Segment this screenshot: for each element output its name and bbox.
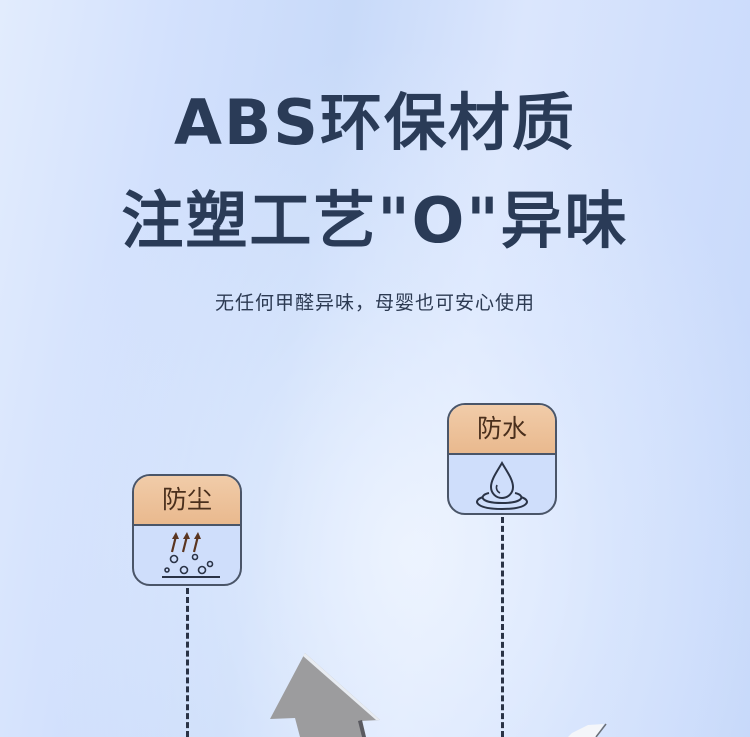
dustproof-pointer-line	[186, 588, 189, 737]
feature-badge-dustproof: 防尘	[132, 474, 242, 586]
dust-proof-icon	[162, 532, 220, 578]
headline-line-2: 注塑工艺"O"异味	[121, 184, 629, 257]
water-drop-icon	[476, 461, 528, 511]
subtitle: 无任何甲醛异味，母婴也可安心使用	[214, 292, 535, 314]
feature-label: 防水	[449, 405, 555, 455]
feature-badge-waterproof: 防水	[447, 403, 557, 515]
headline-line-1: ABS环保材质	[174, 86, 576, 159]
waterproof-pointer-line	[501, 517, 504, 737]
feature-label: 防尘	[134, 476, 240, 526]
